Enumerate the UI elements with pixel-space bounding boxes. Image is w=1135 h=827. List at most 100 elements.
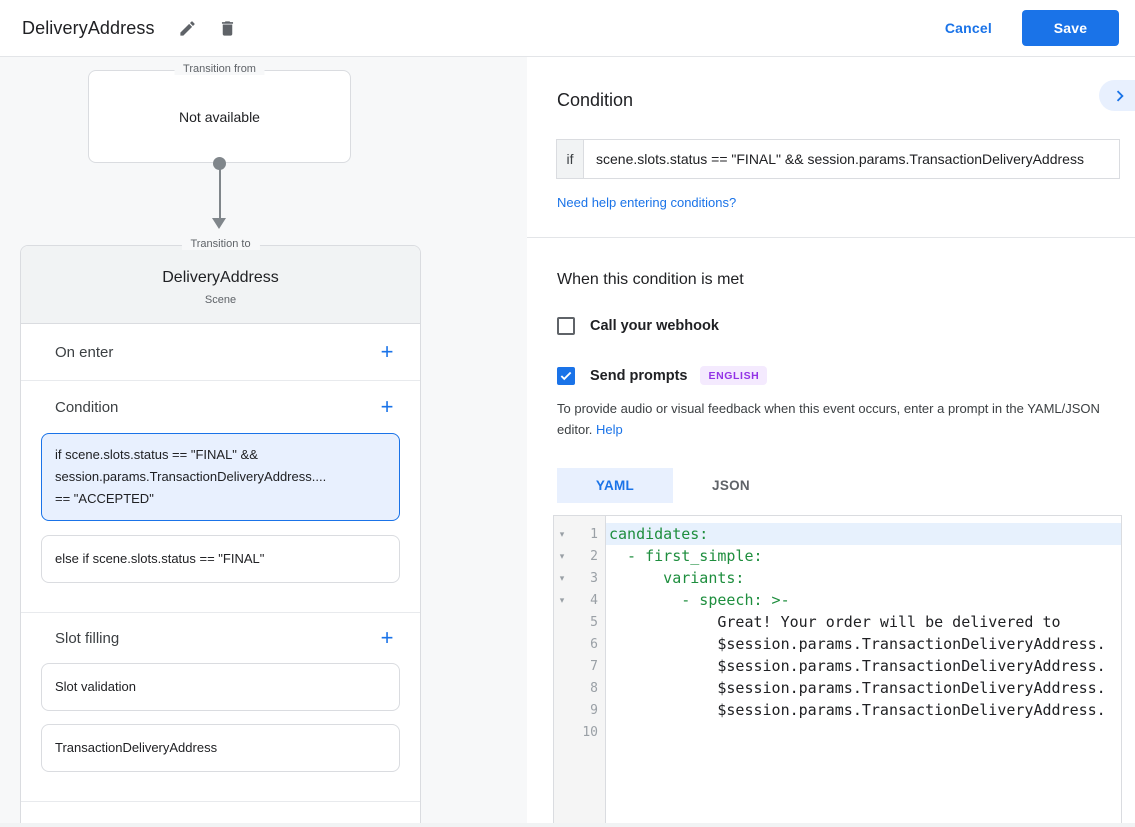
checkmark-icon [560,371,572,380]
send-prompts-label: Send prompts [590,367,688,384]
line-number: 5 [590,614,598,630]
line-number: 6 [590,636,598,652]
chevron-right-icon [1116,90,1124,101]
fold-arrow-icon[interactable]: ▾ [559,573,565,583]
line-number: 8 [590,680,598,696]
divider [527,237,1135,238]
gutter-row: ▾6 [554,633,605,655]
line-number: 3 [590,570,598,586]
top-bar: DeliveryAddress Cancel Save [0,0,1135,57]
condition-section: Condition + if scene.slots.status == "FI… [21,381,420,613]
code-line[interactable]: - speech: >- [606,589,1121,611]
scene-diagram-panel: Transition from Not available Transition… [0,57,527,823]
add-condition-icon[interactable]: + [380,394,394,419]
tab-yaml[interactable]: YAML [557,468,673,503]
gutter-row: ▾4 [554,589,605,611]
send-prompts-checkbox[interactable] [557,366,575,385]
add-custom-intent-icon[interactable]: + [376,819,398,823]
if-prefix: if [556,139,584,179]
gutter-row: ▾3 [554,567,605,589]
webhook-checkbox[interactable] [557,317,575,335]
code-editor[interactable]: ▾1▾2▾3▾4▾5▾6▾7▾8▾9▾10 candidates: - firs… [553,515,1122,823]
line-number: 10 [582,724,598,740]
webhook-checkbox-row: Call your webhook [557,317,1135,335]
yaml-text: $session.params.TransactionDeliveryAddre… [609,657,1106,675]
save-button[interactable]: Save [1022,10,1119,46]
editor-code-area[interactable]: candidates: - first_simple: variants: - … [606,516,1121,823]
add-on-enter-icon[interactable]: + [380,339,394,364]
fold-arrow-icon[interactable]: ▾ [559,595,565,605]
condition-editor-panel: Condition if scene.slots.status == "FINA… [527,57,1135,823]
transition-to-card: Transition to DeliveryAddress Scene On e… [20,238,421,823]
bottom-strip [0,823,1135,827]
edit-icon[interactable] [177,17,199,39]
condition-section-label: Condition [55,398,119,416]
gutter-row: ▾2 [554,545,605,567]
tab-json[interactable]: JSON [712,478,750,493]
fold-arrow-icon[interactable]: ▾ [559,529,565,539]
delete-icon[interactable] [217,17,239,39]
gutter-row: ▾7 [554,655,605,677]
condition-expression-input[interactable]: scene.slots.status == "FINAL" && session… [584,139,1120,179]
connector-arrow-icon [212,218,226,229]
editor-gutter: ▾1▾2▾3▾4▾5▾6▾7▾8▾9▾10 [554,516,606,823]
code-line[interactable]: - first_simple: [606,545,1121,567]
transition-from-box: Transition from Not available [88,63,351,163]
condition-card-selected[interactable]: if scene.slots.status == "FINAL" && sess… [41,433,400,521]
code-line[interactable]: variants: [606,567,1121,589]
page-title: DeliveryAddress [22,17,155,38]
line-number: 4 [590,592,598,608]
transition-from-legend: Transition from [174,63,265,75]
yaml-text: Great! Your order will be delivered to [609,613,1061,631]
yaml-text: $session.params.TransactionDeliveryAddre… [609,635,1106,653]
gutter-row: ▾10 [554,721,605,743]
gutter-row: ▾8 [554,677,605,699]
gutter-row: ▾1 [554,523,605,545]
code-line[interactable]: candidates: [606,523,1121,545]
help-link[interactable]: Help [596,422,623,437]
yaml-key: variants: [609,569,745,587]
yaml-key: candidates: [609,525,709,543]
gutter-row: ▾5 [554,611,605,633]
condition-card[interactable]: else if scene.slots.status == "FINAL" [41,535,400,583]
transition-to-legend: Transition to [181,238,260,250]
slot-filling-section: Slot filling + Slot validation Transacti… [21,613,420,802]
collapse-panel-button[interactable] [1099,80,1135,111]
when-met-heading: When this condition is met [557,271,744,288]
on-enter-section: On enter + [21,324,420,381]
editor-format-tabs: YAML JSON [557,468,1135,503]
custom-intent-label: Custom intent handling [55,822,208,823]
transition-from-value: Not available [179,108,260,125]
scene-subtitle: Scene [204,294,237,306]
code-line[interactable]: $session.params.TransactionDeliveryAddre… [606,699,1121,721]
scene-card-header[interactable]: DeliveryAddress Scene [21,246,420,324]
condition-heading: Condition [557,90,634,110]
code-line[interactable] [606,721,1121,743]
yaml-key: - speech: >- [609,591,790,609]
custom-intent-section: Custom intent handling + [21,802,420,823]
fold-arrow-icon[interactable]: ▾ [559,551,565,561]
on-enter-label: On enter [55,343,114,361]
add-slot-icon[interactable]: + [380,625,394,650]
line-number: 1 [590,526,598,542]
prompts-description-text: To provide audio or visual feedback when… [557,401,1100,437]
code-line[interactable]: $session.params.TransactionDeliveryAddre… [606,655,1121,677]
scene-name: DeliveryAddress [162,269,279,286]
gutter-row: ▾9 [554,699,605,721]
prompts-checkbox-row: Send prompts ENGLISH [557,366,1135,385]
language-badge: ENGLISH [700,366,768,385]
code-line[interactable]: Great! Your order will be delivered to [606,611,1121,633]
prompts-description: To provide audio or visual feedback when… [557,398,1105,440]
slot-validation-card[interactable]: Slot validation [41,663,400,711]
cancel-button[interactable]: Cancel [944,20,992,36]
yaml-text: $session.params.TransactionDeliveryAddre… [609,679,1106,697]
line-number: 2 [590,548,598,564]
webhook-label: Call your webhook [590,318,719,334]
code-line[interactable]: $session.params.TransactionDeliveryAddre… [606,677,1121,699]
slot-filling-label: Slot filling [55,629,120,647]
connector-line [218,165,221,218]
code-line[interactable]: $session.params.TransactionDeliveryAddre… [606,633,1121,655]
slot-card[interactable]: TransactionDeliveryAddress [41,724,400,772]
condition-expression-row: if scene.slots.status == "FINAL" && sess… [556,139,1120,179]
condition-help-link[interactable]: Need help entering conditions? [557,195,737,210]
